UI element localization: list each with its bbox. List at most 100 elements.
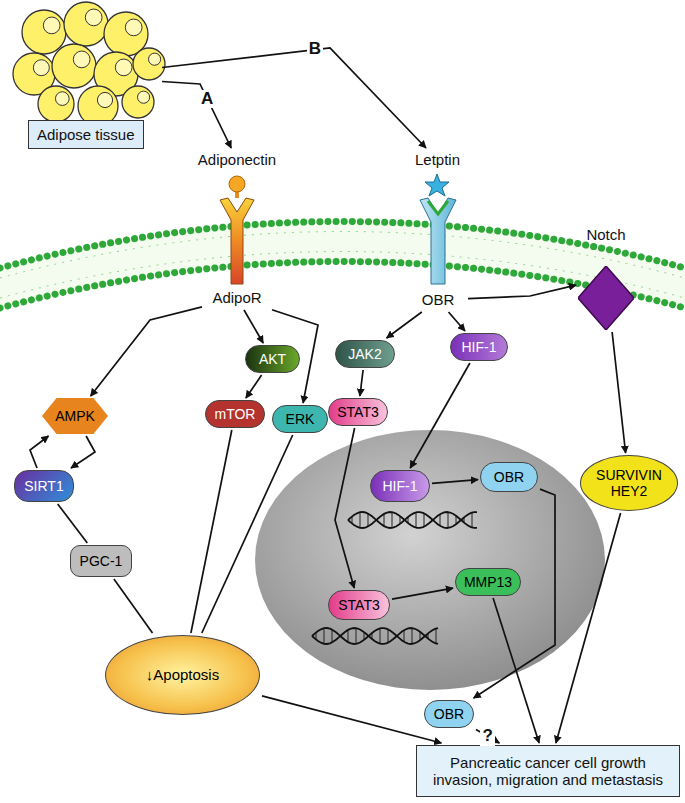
dna-rung xyxy=(332,630,333,643)
node-text: Letptin xyxy=(415,151,460,168)
arrow-connector xyxy=(114,579,153,633)
adipocyte xyxy=(64,2,108,46)
arrow-connector xyxy=(202,435,293,633)
dna-rung xyxy=(348,630,349,642)
arrow-connector xyxy=(432,480,478,484)
arrow-connector xyxy=(335,428,355,588)
node-text: JAK2 xyxy=(348,346,381,362)
transcription-factor: HIF-1 xyxy=(370,470,430,502)
dna-rung xyxy=(424,513,425,526)
obr-receptor xyxy=(420,198,456,284)
protein-pill: mTOR xyxy=(205,400,265,428)
node-text: Adipose tissue xyxy=(28,120,144,149)
adipocyte-nucleus xyxy=(33,60,49,76)
dna-helices xyxy=(312,512,477,644)
dna-rung xyxy=(380,628,381,643)
arrow-connector xyxy=(162,48,426,148)
node-text: MMP13 xyxy=(464,574,512,590)
edge-label: A xyxy=(199,90,215,109)
node-text: ERK xyxy=(286,411,315,427)
arrow-connector xyxy=(244,310,263,343)
mitochondrion: ↓Apoptosis xyxy=(105,635,260,715)
node-text: Adiponectin xyxy=(198,151,276,168)
node-text: STAT3 xyxy=(337,404,379,420)
adipocyte-nucleus xyxy=(43,17,60,34)
dna-rung xyxy=(436,629,437,644)
gene-product: OBR xyxy=(480,462,538,492)
obr-binding-cup xyxy=(428,201,448,214)
adipocyte-cluster xyxy=(13,2,165,126)
node-text: PGC-1 xyxy=(80,553,123,569)
adipocyte xyxy=(133,48,165,80)
protein-pill: SIRT1 xyxy=(14,470,74,502)
outcome-box: Pancreatic cancer cell growth invasion, … xyxy=(416,745,680,797)
arrow-connector xyxy=(30,436,49,468)
notch-diamond xyxy=(578,266,634,330)
dna-rung xyxy=(388,629,389,642)
dna-strand xyxy=(348,512,477,528)
node-text: Pancreatic cancer cell growth invasion, … xyxy=(423,754,673,789)
arrow-connector xyxy=(246,375,262,398)
node-text: OBR xyxy=(434,706,464,722)
adipocyte xyxy=(38,86,74,122)
dna-rung xyxy=(360,512,361,528)
dna-rung xyxy=(324,628,325,644)
node-text: SIRT1 xyxy=(24,478,63,494)
dna-rung xyxy=(392,512,393,528)
node-text: ↓Apoptosis xyxy=(146,666,219,683)
arrow-connector xyxy=(58,504,88,543)
adipocyte-nucleus xyxy=(85,9,102,26)
node-text: SURVIVIN HEY2 xyxy=(590,467,668,499)
gene-product: MMP13 xyxy=(455,568,521,596)
arrow-connector xyxy=(612,332,626,453)
ligand-label: Letptin xyxy=(395,150,480,170)
adipocyte xyxy=(22,10,66,54)
arrow-connector xyxy=(410,363,470,468)
arrow-connector xyxy=(468,285,576,299)
adipor-receptor xyxy=(220,198,254,284)
protein-pill: JAK2 xyxy=(335,340,395,368)
adipocyte-nucleus xyxy=(115,59,132,76)
dna-strand xyxy=(312,628,438,644)
adipocyte xyxy=(122,86,154,118)
notch-diamond-shape xyxy=(578,266,634,330)
transcription-factor: STAT3 xyxy=(328,590,390,620)
dna-rung xyxy=(440,514,441,525)
arrow-connector xyxy=(71,436,95,468)
node-text: OBR xyxy=(494,469,524,485)
ligand-label: Adiponectin xyxy=(188,150,286,170)
node-text: OBR xyxy=(422,291,455,308)
target-gene-ellipse: SURVIVIN HEY2 xyxy=(580,455,678,511)
membrane-tails xyxy=(0,232,685,299)
dna-rung xyxy=(404,630,405,641)
dna-rung xyxy=(416,512,417,527)
arrow-connector xyxy=(91,307,202,396)
protein-hexagon: AMPK xyxy=(42,398,108,434)
arrow-connector xyxy=(387,312,422,338)
dna-strand xyxy=(348,512,477,528)
notch-receptor: Notch xyxy=(578,226,634,330)
adipocyte-nucleus xyxy=(97,92,112,107)
arrow-connector xyxy=(449,312,466,331)
arrow-connector xyxy=(556,513,621,743)
dna-rung xyxy=(412,628,413,644)
edge-label: ? xyxy=(480,727,494,746)
adipocyte-nucleus xyxy=(55,92,69,106)
node-text: mTOR xyxy=(215,406,256,422)
edge-label: B xyxy=(307,40,323,59)
node-text: HIF-1 xyxy=(383,478,418,494)
dna-rung xyxy=(448,512,449,528)
adipocyte-nucleus xyxy=(149,53,161,65)
arrow-connector xyxy=(262,696,441,743)
protein-pill: ERK xyxy=(272,405,328,433)
protein-pill: HIF-1 xyxy=(450,333,508,361)
node-text: HIF-1 xyxy=(462,339,497,355)
adipocyte xyxy=(52,44,96,88)
tissue-label: Adipose tissue xyxy=(10,4,160,149)
node-text: Notch xyxy=(586,226,625,243)
protein-pill: AKT xyxy=(245,345,300,373)
node-text: STAT3 xyxy=(338,597,380,613)
receptor-label: AdipoR xyxy=(204,288,270,308)
adiponectin-ligand xyxy=(229,176,245,192)
